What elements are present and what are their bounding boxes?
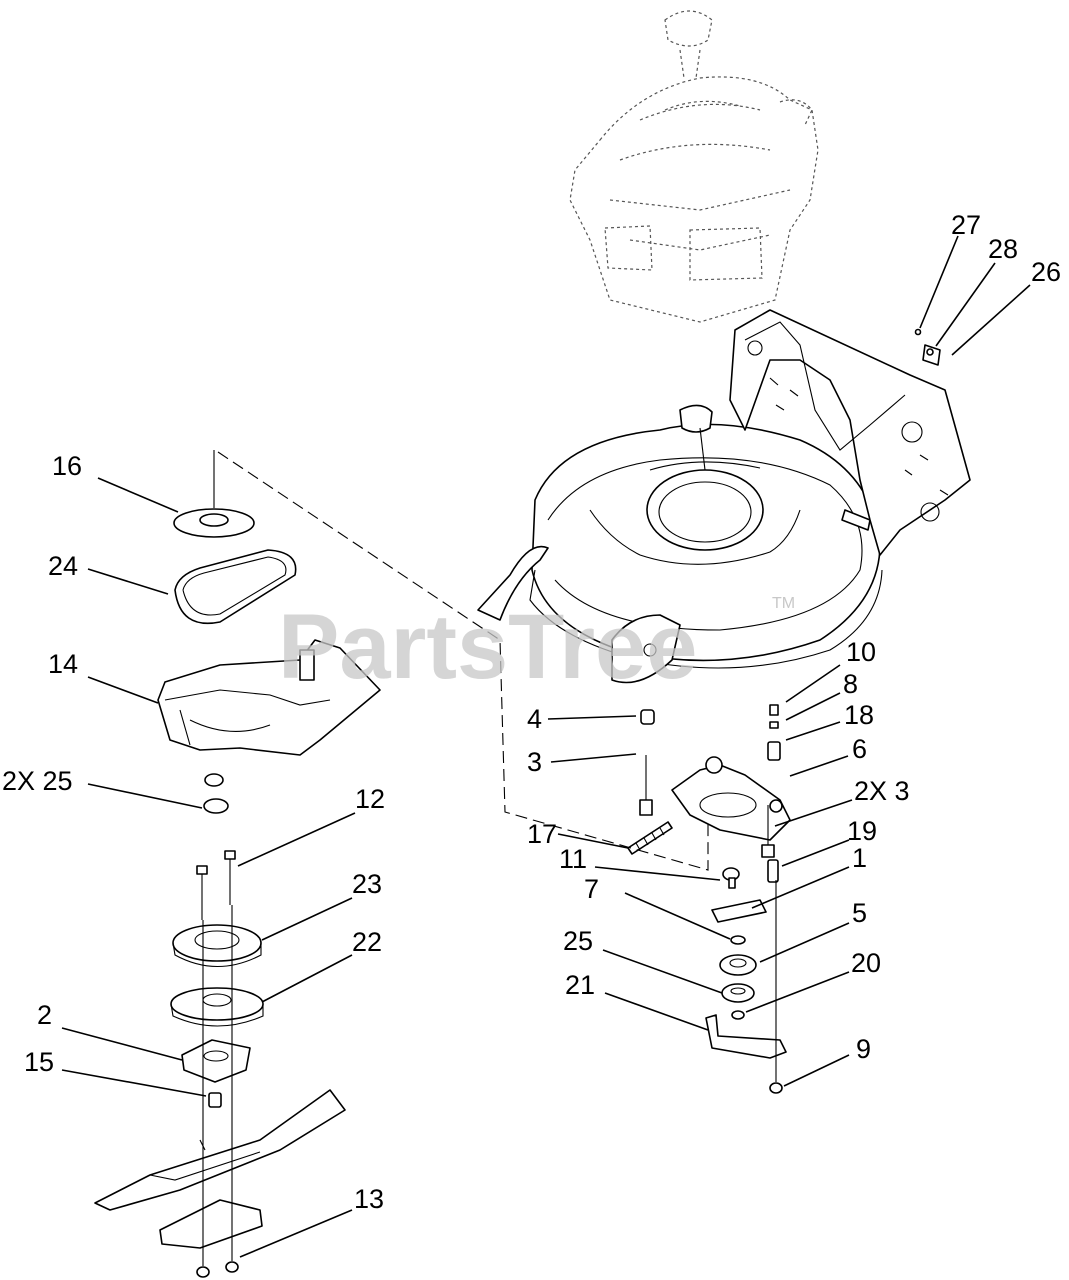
callout-15: 15 — [24, 1047, 54, 1077]
callout-19: 19 — [847, 816, 877, 846]
drive-linkage-parts — [627, 704, 791, 1094]
callout-11: 11 — [559, 844, 587, 874]
callout-9: 9 — [856, 1034, 871, 1064]
callout-8: 8 — [843, 669, 858, 699]
callout-13: 13 — [354, 1184, 384, 1214]
callout-23: 23 — [352, 869, 382, 899]
callout-16: 16 — [52, 451, 82, 481]
callout-18: 18 — [844, 700, 874, 730]
callout-7: 7 — [584, 874, 599, 904]
callout-25: 25 — [563, 926, 593, 956]
callout-14: 14 — [48, 649, 78, 679]
callout-17: 17 — [527, 819, 557, 849]
engine-outline — [569, 10, 819, 323]
blade-drive-assembly — [94, 450, 381, 1278]
callout-10: 10 — [846, 637, 876, 667]
callout-21: 21 — [565, 970, 595, 1000]
callout-28: 28 — [988, 234, 1018, 264]
callout-6: 6 — [852, 734, 867, 764]
callout-1: 1 — [852, 843, 867, 873]
callout-3: 3 — [527, 747, 542, 777]
phantom-lines — [217, 451, 709, 871]
callout-24: 24 — [48, 551, 78, 581]
callout-4: 4 — [527, 704, 542, 734]
mower-deck — [477, 404, 883, 684]
watermark: PartsTree TM — [278, 595, 795, 698]
callout-5: 5 — [852, 898, 867, 928]
callout-26: 26 — [1031, 257, 1061, 287]
leader-lines — [61, 235, 1031, 1258]
callout-2x25: 2X 25 — [2, 766, 73, 796]
handle-bracket — [729, 309, 971, 556]
callout-labels: 27 28 26 16 24 14 2X 25 12 23 22 2 15 13… — [2, 210, 1061, 1214]
callout-22: 22 — [352, 927, 382, 957]
watermark-tm: TM — [772, 595, 795, 612]
callout-12: 12 — [355, 784, 385, 814]
callout-2: 2 — [37, 1000, 52, 1030]
callout-2x3: 2X 3 — [854, 776, 910, 806]
watermark-text: PartsTree — [278, 596, 697, 698]
callout-20: 20 — [851, 948, 881, 978]
callout-27: 27 — [951, 210, 981, 240]
